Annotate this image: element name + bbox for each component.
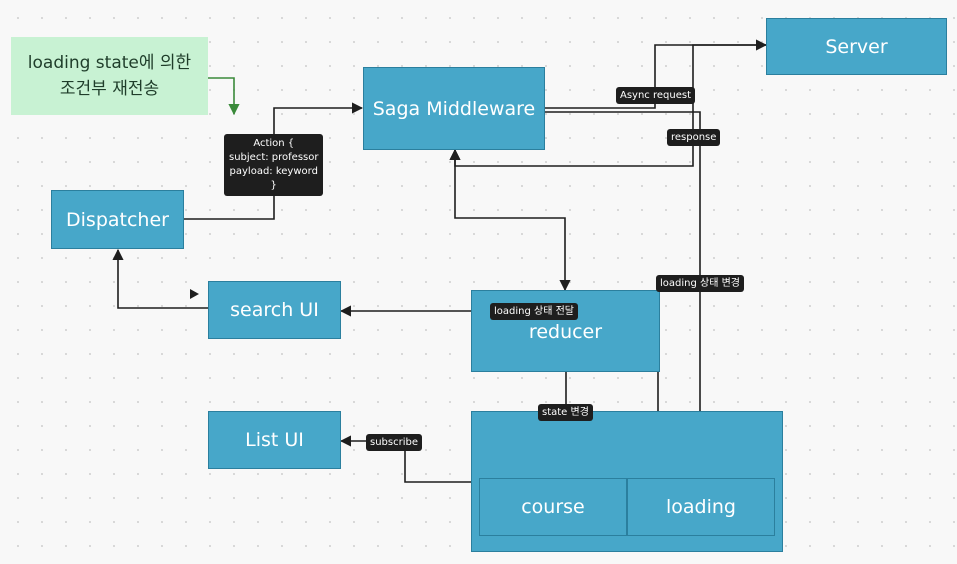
action-line-2: subject: professor (229, 152, 319, 163)
search-ui-node[interactable]: search UI (208, 281, 341, 339)
course-node[interactable]: course (479, 478, 627, 536)
search-ui-label: search UI (230, 299, 319, 321)
sticky-note: loading state에 의한 조건부 재전송 (11, 37, 208, 115)
dispatcher-node[interactable]: Dispatcher (51, 190, 184, 249)
response-label: response (667, 129, 721, 146)
dispatcher-label: Dispatcher (66, 208, 169, 231)
saga-middleware-label: Saga Middleware (372, 97, 536, 120)
list-ui-label: List UI (245, 429, 304, 451)
action-line-1: Action { (253, 138, 295, 149)
loading-node[interactable]: loading (627, 478, 775, 536)
triangle-icon (190, 289, 199, 299)
subscribe-label: subscribe (366, 434, 422, 451)
action-line-3: payload: keyword (229, 166, 318, 177)
loading-label: loading (666, 496, 736, 518)
server-label: Server (825, 35, 888, 58)
async-request-label: Async request (616, 87, 695, 104)
note-line-1: loading state에 의한 (27, 53, 192, 73)
server-node[interactable]: Server (766, 18, 947, 75)
saga-reducer-connector (449, 148, 571, 292)
reducer-label: reducer (528, 321, 603, 343)
course-label: course (521, 496, 585, 518)
action-line-4: } (270, 180, 277, 191)
saga-middleware-node[interactable]: Saga Middleware (363, 67, 545, 150)
note-arrow (208, 77, 240, 116)
search-ui-to-dispatcher-connector (112, 248, 208, 309)
saga-to-loading-connector (545, 111, 706, 482)
state-change-label: state 변경 (538, 404, 593, 421)
action-label: Action { subject: professor payload: key… (224, 134, 324, 196)
loading-deliver-label: loading 상태 전달 (490, 303, 578, 320)
note-line-2: 조건부 재전송 (59, 79, 160, 99)
loading-change-label: loading 상태 변경 (656, 275, 744, 292)
list-ui-node[interactable]: List UI (208, 411, 341, 469)
